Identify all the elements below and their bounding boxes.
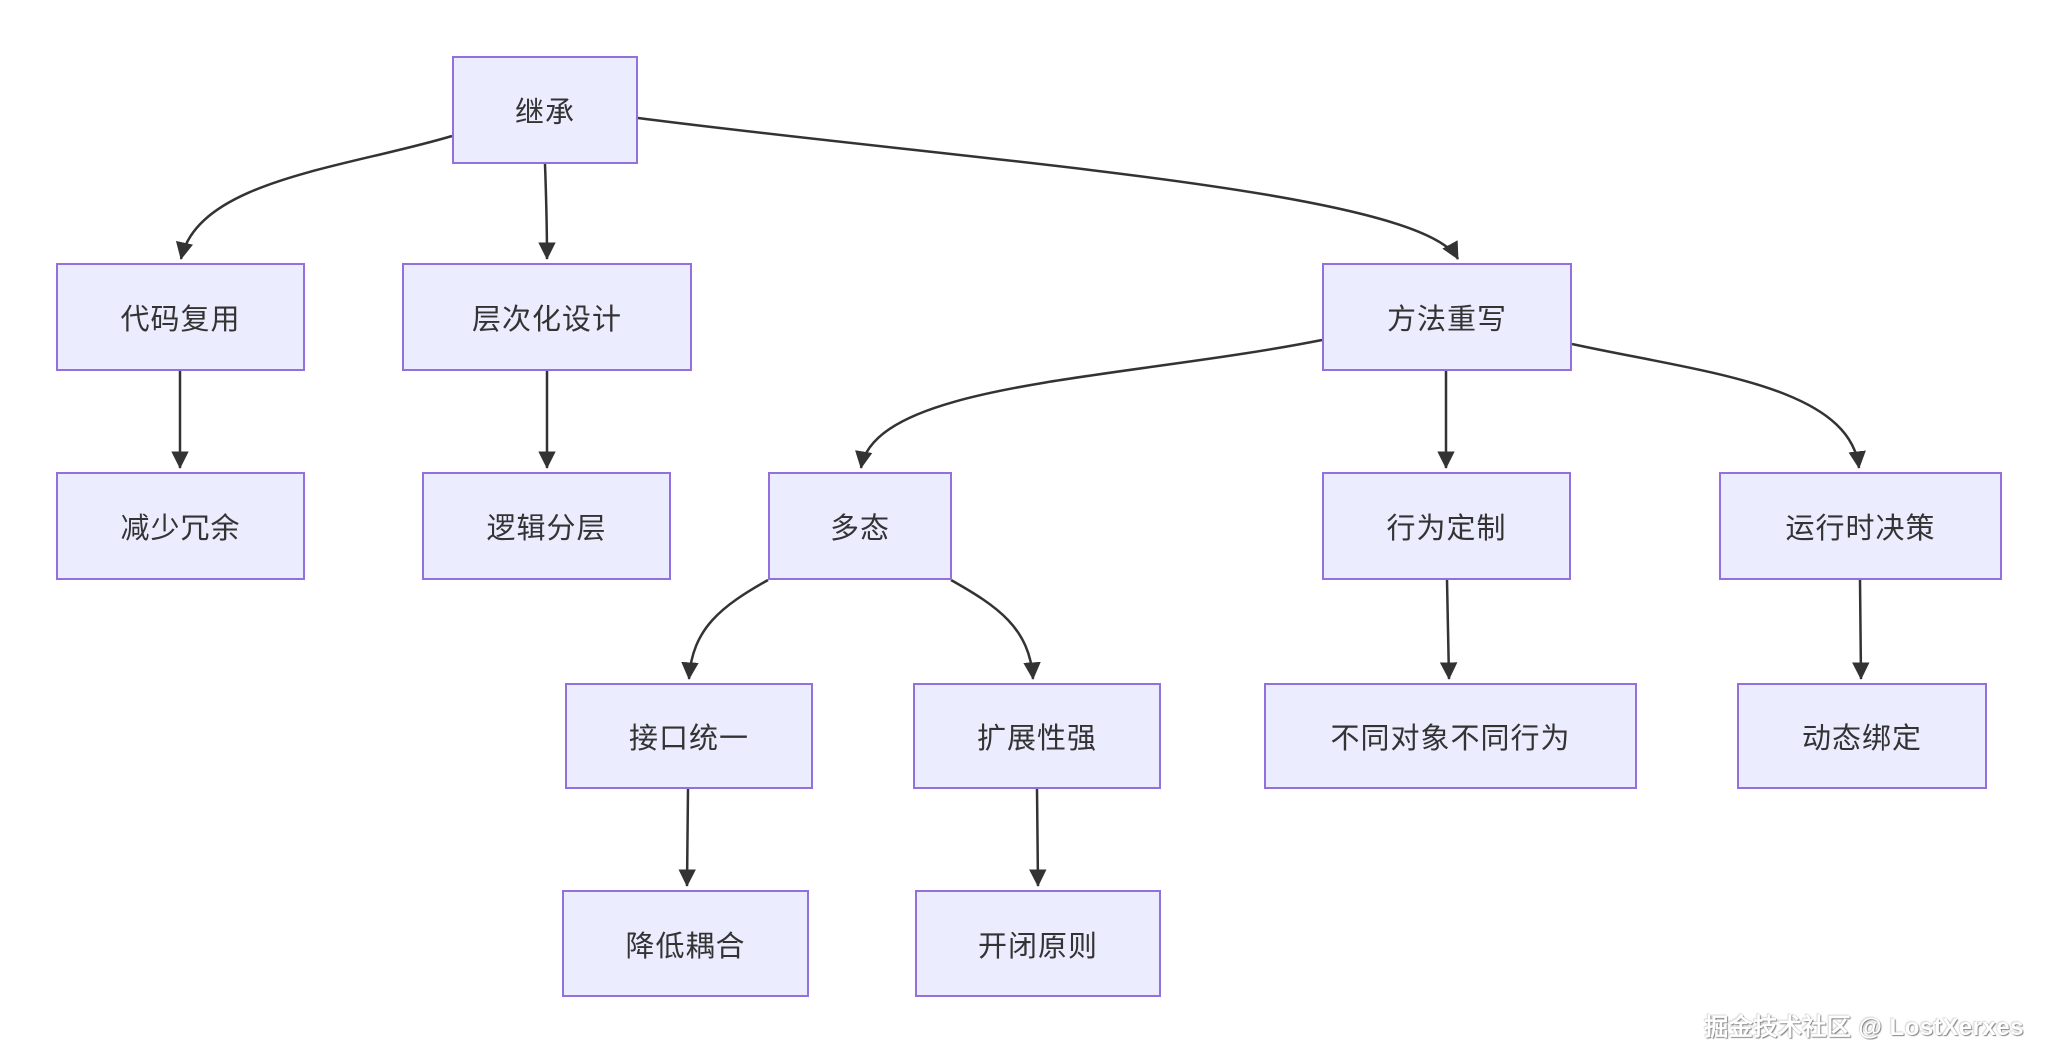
edge-inheritance-to-code-reuse xyxy=(175,134,453,260)
node-reduce-coupling: 降低耦合 xyxy=(562,890,809,997)
node-interface-unification: 接口统一 xyxy=(565,683,813,789)
edge-polymorphism-to-strong-extensibility xyxy=(950,578,1041,680)
node-method-override: 方法重写 xyxy=(1322,263,1572,371)
edge-method-override-to-runtime-decision xyxy=(1571,342,1866,469)
edge-runtime-decision-to-dynamic-binding xyxy=(1852,579,1870,680)
node-inheritance: 继承 xyxy=(452,56,638,164)
watermark: 掘金技术社区 @ LostXerxes xyxy=(1704,1014,2024,1041)
node-code-reuse: 代码复用 xyxy=(56,263,305,371)
node-strong-extensibility: 扩展性强 xyxy=(913,683,1161,789)
node-dynamic-binding: 动态绑定 xyxy=(1737,683,1987,789)
edge-polymorphism-to-interface-unification xyxy=(681,578,769,680)
node-runtime-decision: 运行时决策 xyxy=(1719,472,2002,580)
node-logic-layering: 逻辑分层 xyxy=(422,472,671,580)
node-polymorphism: 多态 xyxy=(768,472,952,580)
edge-behavior-customization-to-different-objects xyxy=(1439,579,1458,680)
node-open-closed-principle: 开闭原则 xyxy=(915,890,1161,997)
node-hierarchical-design: 层次化设计 xyxy=(402,263,692,371)
node-different-objects-different-behaviors: 不同对象不同行为 xyxy=(1264,683,1637,789)
edge-method-override-to-polymorphism xyxy=(855,338,1323,469)
edge-strong-extensibility-to-open-closed xyxy=(1029,788,1047,887)
node-reduce-redundancy: 减少冗余 xyxy=(56,472,305,580)
edge-inheritance-to-hierarchical-design xyxy=(538,163,556,260)
node-behavior-customization: 行为定制 xyxy=(1322,472,1571,580)
edge-inheritance-to-method-override xyxy=(637,116,1460,260)
edge-interface-unification-to-reduce-coupling xyxy=(678,788,696,887)
